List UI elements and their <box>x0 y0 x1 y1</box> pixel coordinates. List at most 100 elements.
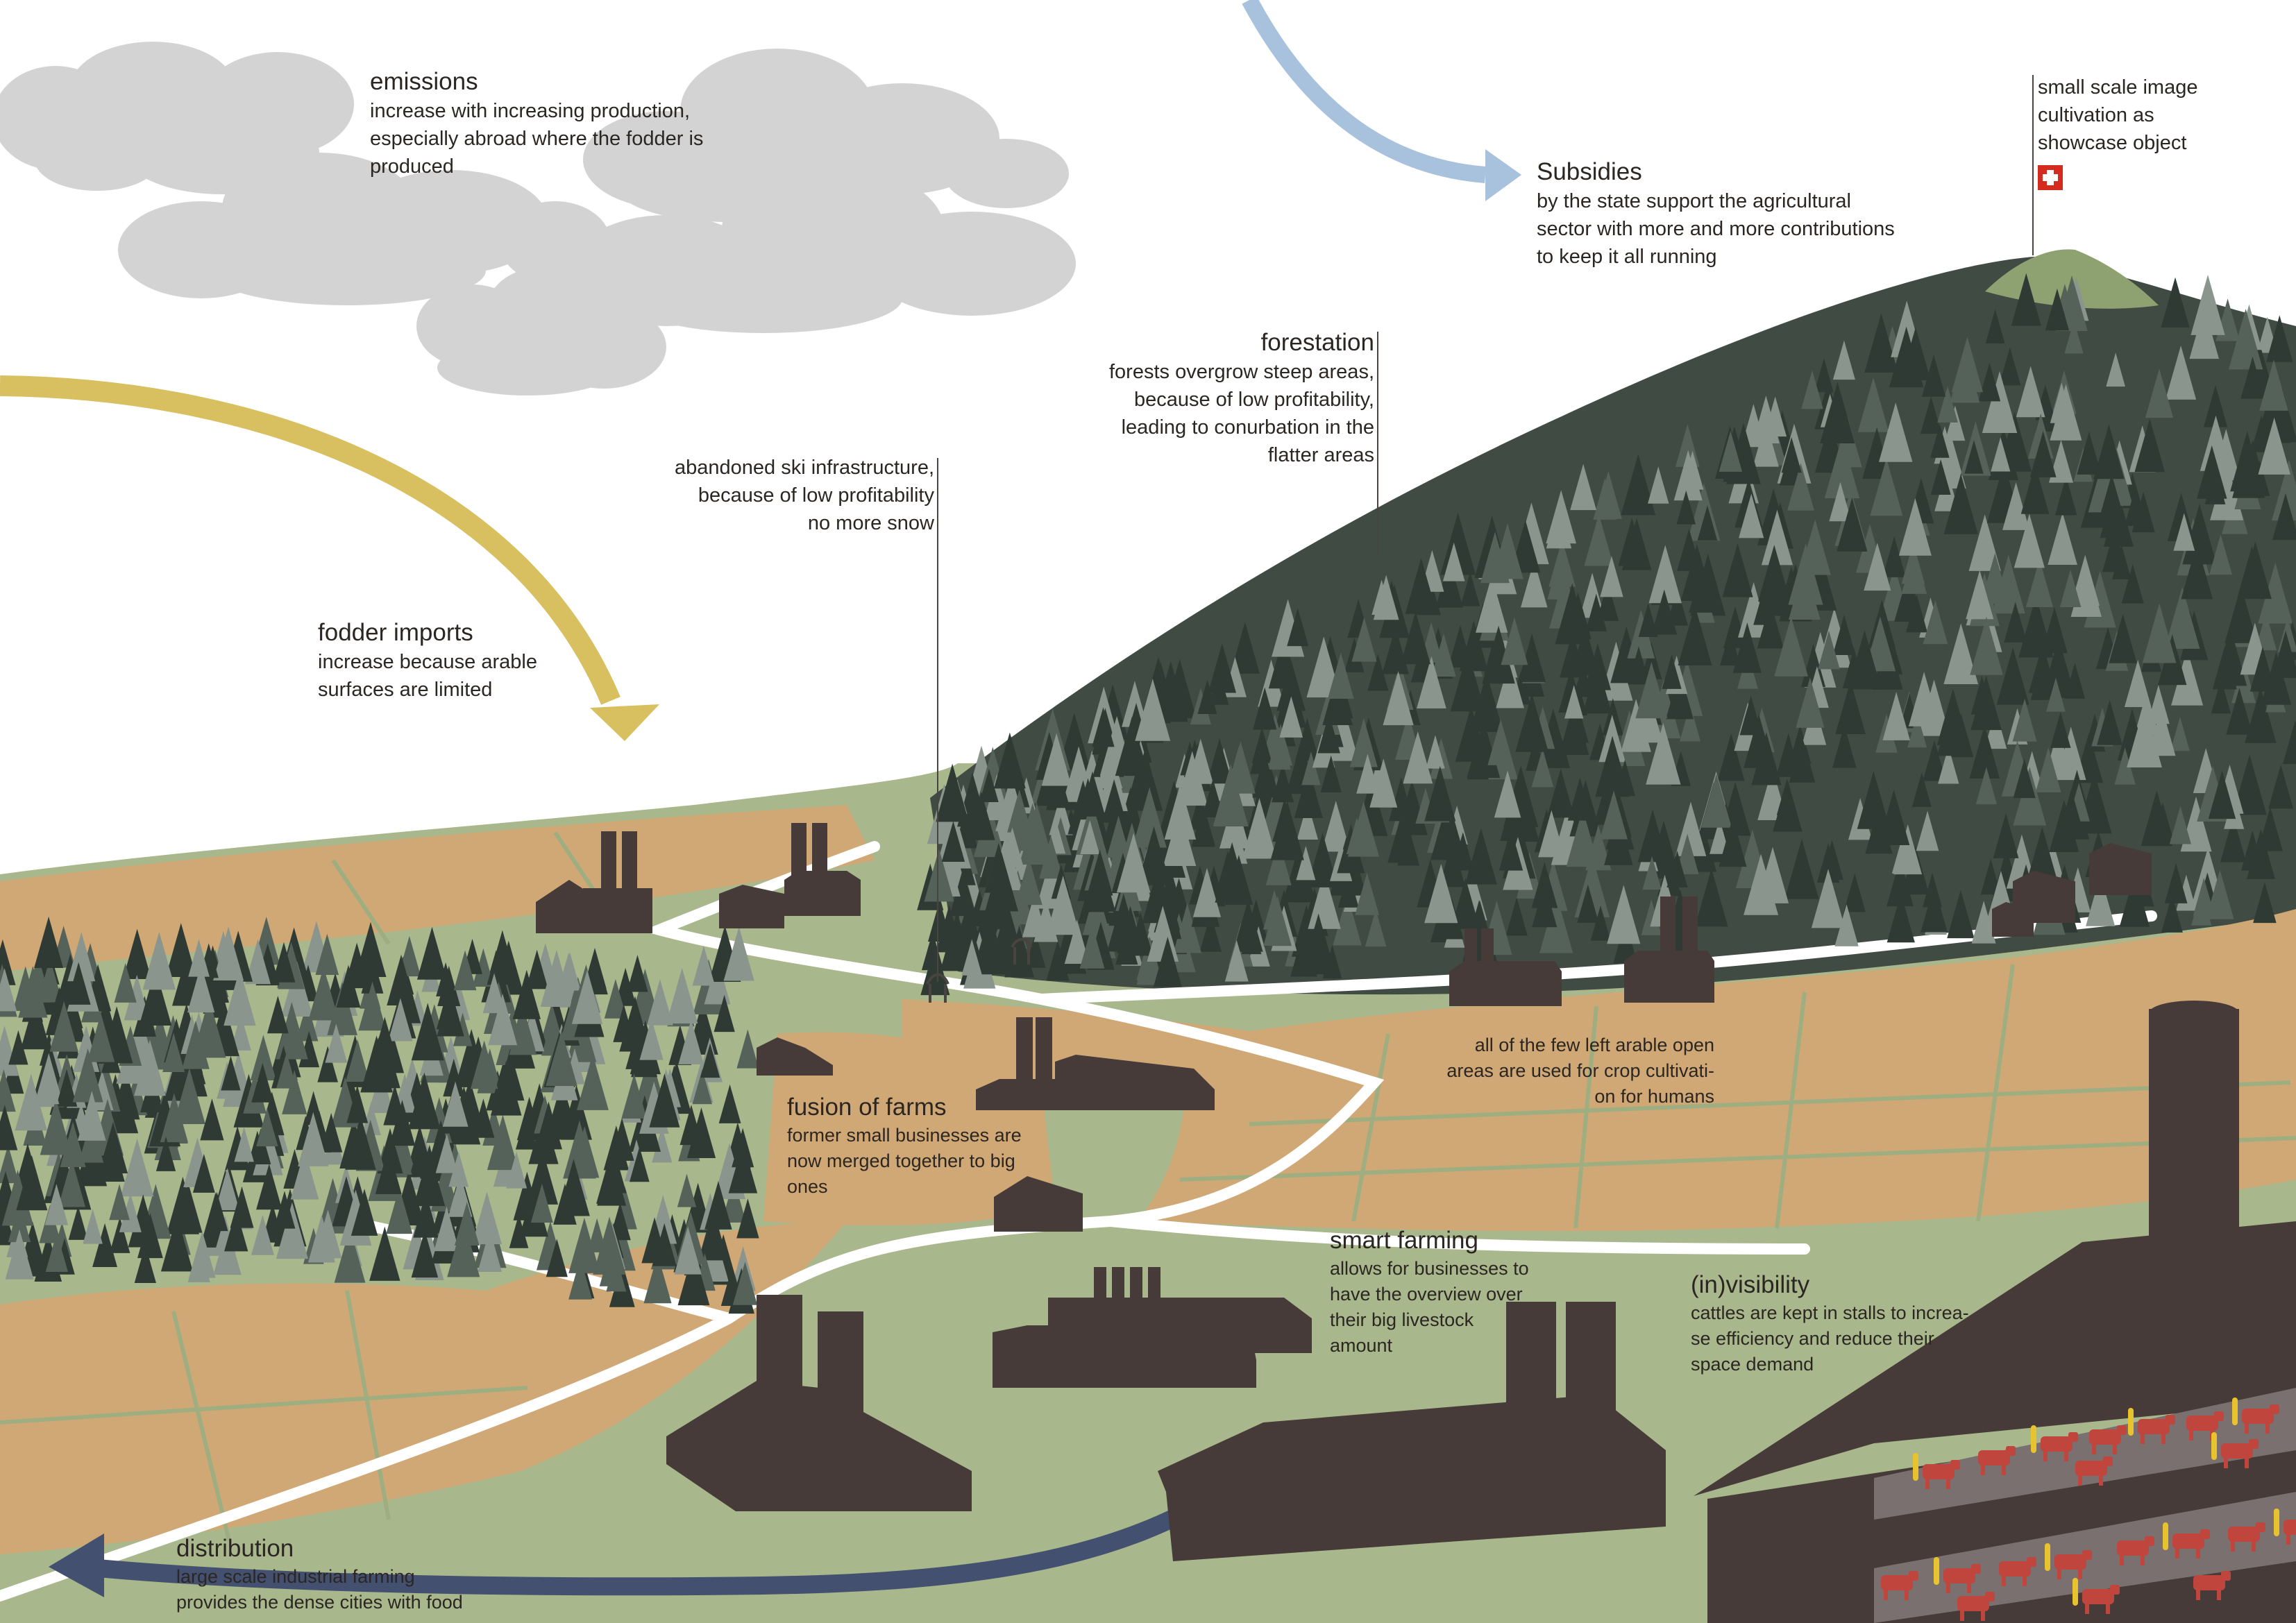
fir-tree <box>1978 362 2001 402</box>
cow <box>1881 1575 1913 1590</box>
fir-tree <box>1276 671 1299 710</box>
cow-leg <box>2161 1433 2166 1444</box>
fir-tree <box>1127 749 1163 811</box>
fir-tree <box>1333 894 1362 946</box>
fir-tree <box>1720 629 1741 666</box>
fir-tree <box>2020 464 2050 514</box>
cow-leg <box>2099 1475 2103 1486</box>
house <box>1992 902 2034 937</box>
fir-tree <box>192 1153 215 1193</box>
cow-head <box>2082 1550 2092 1560</box>
fir-tree <box>1832 340 1855 380</box>
fir-tree <box>2272 493 2296 541</box>
fir-tree <box>2060 789 2082 827</box>
fir-tree <box>627 955 648 992</box>
cow-leg <box>2057 1568 2061 1579</box>
fir-tree <box>1898 498 1932 556</box>
fir-tree <box>2100 474 2124 516</box>
leader-line-forestation <box>1377 332 1378 554</box>
fir-tree <box>360 1035 393 1093</box>
cow-leg <box>1960 1610 1964 1621</box>
fir-tree <box>1442 542 1465 581</box>
fir-tree <box>1923 600 1948 645</box>
fir-tree <box>2261 652 2292 705</box>
fir-tree <box>704 1181 732 1230</box>
fir-tree <box>68 1205 88 1240</box>
fir-tree <box>245 939 271 985</box>
fir-tree <box>1678 605 1712 666</box>
fir-tree <box>2050 711 2071 748</box>
corn-feed <box>2031 1425 2036 1453</box>
fir-tree <box>1893 824 1923 875</box>
fir-tree <box>435 1133 458 1173</box>
fir-tree <box>1818 630 1840 670</box>
cow-leg <box>2141 1554 2145 1565</box>
fir-tree <box>66 962 91 1005</box>
fir-tree <box>1829 482 1852 522</box>
fir-tree <box>34 916 64 968</box>
fir-tree <box>2232 754 2267 815</box>
fir-tree <box>2169 806 2191 844</box>
fir-tree <box>1199 913 1222 952</box>
cow-head <box>2145 1536 2154 1546</box>
fir-tree <box>1327 652 1354 699</box>
fir-tree <box>1135 679 1171 741</box>
fir-tree <box>1679 704 1701 742</box>
fir-tree <box>482 973 506 1014</box>
fir-tree <box>345 1039 370 1082</box>
corn-feed <box>2128 1408 2134 1436</box>
fir-tree <box>2054 476 2077 516</box>
fir-tree <box>1025 932 1046 968</box>
fir-tree <box>174 1068 205 1125</box>
fir-tree <box>2171 649 2204 706</box>
fir-tree <box>1739 695 1762 736</box>
fir-tree <box>732 1261 758 1305</box>
fir-tree <box>273 1191 296 1229</box>
fir-tree <box>2152 802 2173 838</box>
fir-tree <box>2181 543 2213 600</box>
silo <box>1481 928 1494 970</box>
fir-tree <box>1697 505 1718 541</box>
fir-tree <box>1301 913 1336 975</box>
fir-tree <box>1864 616 1896 672</box>
fir-tree <box>2237 546 2267 597</box>
stall <box>1158 1395 1666 1561</box>
fir-tree <box>134 1039 166 1096</box>
fir-tree <box>98 1121 128 1174</box>
fir-tree <box>1206 738 1233 784</box>
fir-tree <box>1756 847 1789 903</box>
fir-tree <box>1401 611 1431 665</box>
fir-tree <box>1916 810 1939 851</box>
fir-tree <box>2025 559 2054 608</box>
fir-tree <box>256 1164 282 1210</box>
fir-tree <box>1287 608 1309 647</box>
fir-tree <box>621 1073 647 1119</box>
fir-tree <box>1864 313 1898 373</box>
fir-tree <box>128 1194 158 1248</box>
fir-tree <box>1570 464 1597 511</box>
fir-tree <box>256 1107 278 1147</box>
fir-tree <box>1789 736 1816 783</box>
cow-leg <box>2224 1457 2228 1468</box>
fir-tree <box>488 994 518 1046</box>
fir-tree <box>1208 643 1237 693</box>
fir-tree <box>509 1214 529 1248</box>
fir-tree <box>597 1154 627 1206</box>
fir-tree <box>714 994 735 1033</box>
fir-tree <box>362 1101 381 1135</box>
fir-tree <box>1153 936 1182 987</box>
fir-tree <box>1776 778 1798 815</box>
fir-tree <box>1666 850 1688 888</box>
fir-tree <box>1666 670 1694 720</box>
fir-tree <box>609 1118 634 1161</box>
cow-leg <box>1946 1582 1950 1593</box>
fir-tree <box>2029 431 2057 477</box>
fir-tree <box>2200 415 2232 471</box>
distribution-arrow <box>82 1484 1226 1596</box>
fir-tree <box>72 1048 103 1103</box>
fir-tree <box>1886 858 1914 907</box>
fir-tree <box>2259 359 2288 411</box>
fir-tree <box>413 1193 439 1238</box>
fir-tree <box>437 965 461 1007</box>
fir-tree <box>1367 654 1389 691</box>
